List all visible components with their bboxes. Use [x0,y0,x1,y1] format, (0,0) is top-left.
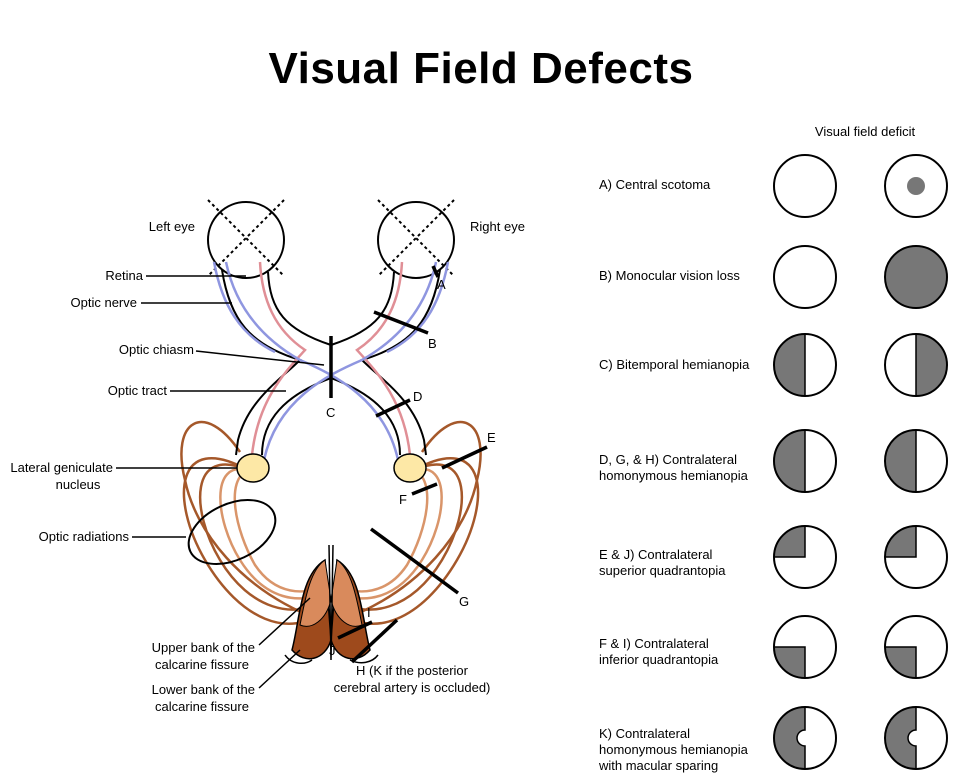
deficit-c-right-field [884,333,948,397]
label-lgn-line2: nucleus [56,477,101,492]
letter-i: I [367,605,371,620]
deficit-fi-line2: inferior quadrantopia [599,652,719,667]
label-upper-bank-line2: calcarine fissure [155,657,249,672]
deficit-fi-left-field [773,615,837,679]
letter-d: D [413,389,422,404]
label-optic-tract: Optic tract [108,383,168,398]
deficit-dgh-right-field [884,429,948,493]
letter-b: B [428,336,437,351]
deficit-b-left-field [773,245,837,309]
letter-j: J [329,643,336,658]
left-lgn [236,453,270,483]
deficit-c-left-field [773,333,837,397]
deficit-column-header: Visual field deficit [814,124,916,139]
label-lower-bank-line2: calcarine fissure [155,699,249,714]
letter-c: C [326,405,335,420]
letter-f: F [399,492,407,507]
deficit-b-right-field [884,245,948,309]
right-lgn [393,453,427,483]
lesion-i-line [337,620,373,640]
label-lgn-line1: Lateral geniculate [10,460,113,475]
left-eye [207,199,285,279]
occipital-cortex [284,544,379,665]
deficit-k-label: K) Contralateral homonymous hemianopia w… [599,726,769,774]
deficit-k-line1: K) Contralateral [599,726,691,741]
optic-radiations-fibers [180,420,482,625]
lesion-h-line [350,618,399,664]
deficit-ej-left-field [773,525,837,589]
deficit-a-right-field [884,154,948,218]
deficit-a-label: A) Central scotoma [599,177,769,193]
letter-e: E [487,430,496,445]
deficit-b-label: B) Monocular vision loss [599,268,769,284]
lesion-e-line [441,445,488,470]
deficit-k-left-field [773,706,837,770]
label-optic-nerve: Optic nerve [71,295,137,310]
lesion-d-line [375,398,411,418]
deficit-a-left-field [773,154,837,218]
lesion-lines [329,265,488,664]
label-optic-radiations: Optic radiations [39,529,130,544]
deficit-k-line3: with macular sparing [599,758,719,773]
lesion-f-line [411,482,438,496]
deficit-a-line1: A) Central scotoma [599,177,711,192]
deficit-k-right-field [884,706,948,770]
deficit-ej-line1: E & J) Contralateral [599,547,713,562]
deficit-ej-right-field [884,525,948,589]
right-eye [377,199,455,279]
deficit-dgh-label: D, G, & H) Contralateral homonymous hemi… [599,452,769,484]
deficit-c-label: C) Bitemporal hemianopia [599,357,769,373]
deficit-dgh-left-field [773,429,837,493]
label-retina: Retina [105,268,143,283]
lesion-a-line [431,265,440,278]
letter-a: A [437,277,446,292]
label-h-note-line2: cerebral artery is occluded) [334,680,491,695]
lesion-g-line [369,527,460,595]
deficit-fi-label: F & I) Contralateral inferior quadrantop… [599,636,769,668]
deficit-c-line1: C) Bitemporal hemianopia [599,357,750,372]
deficit-dgh-line2: homonymous hemianopia [599,468,748,483]
deficit-dgh-line1: D, G, & H) Contralateral [599,452,737,467]
label-optic-chiasm: Optic chiasm [119,342,194,357]
optic-radiations-ring [187,499,277,565]
label-left-eye: Left eye [149,219,195,234]
page-title: Visual Field Defects [268,44,694,93]
label-lower-bank-line1: Lower bank of the [152,682,255,697]
deficit-fi-right-field [884,615,948,679]
deficit-ej-label: E & J) Contralateral superior quadrantop… [599,547,769,579]
deficit-ej-line2: superior quadrantopia [599,563,726,578]
label-upper-bank-line1: Upper bank of the [152,640,255,655]
deficit-fi-line1: F & I) Contralateral [599,636,709,651]
label-right-eye: Right eye [470,219,525,234]
label-h-note-line1: H (K if the posterior [356,663,469,678]
deficit-b-line1: B) Monocular vision loss [599,268,740,283]
letter-g: G [459,594,469,609]
deficit-k-line2: homonymous hemianopia [599,742,748,757]
leader-lines [116,275,325,689]
lesion-b-line [373,310,429,335]
